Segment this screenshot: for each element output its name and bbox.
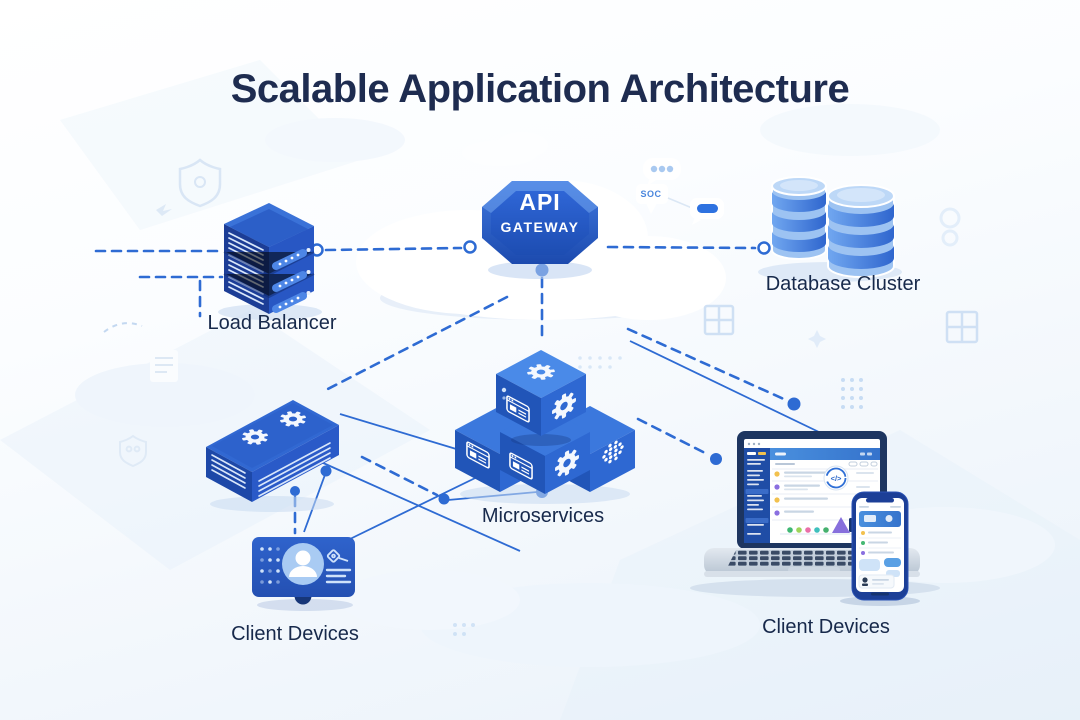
- client-devices-left-label: Client Devices: [231, 623, 359, 645]
- document-decor: [150, 350, 178, 382]
- dot-grid-decor: [453, 356, 863, 636]
- diagram-title: Scalable Application Architecture: [230, 66, 850, 111]
- microservices-icon: [455, 350, 635, 504]
- api-gateway-label: API GATEWAY: [482, 189, 598, 235]
- soc-badge-text: SOC: [640, 189, 662, 199]
- client-card-icon: [252, 537, 355, 611]
- shield-small-icon: [119, 434, 147, 468]
- load-balancer-label: Load Balancer: [207, 312, 337, 334]
- dashed-arc-decor: [103, 322, 143, 333]
- chat-bubble-icon: [643, 158, 681, 186]
- phone-list-rows: [859, 531, 901, 555]
- database-cluster-label: Database Cluster: [765, 273, 921, 295]
- api-gateway-label-line1: API: [519, 189, 561, 215]
- laptop-list-rows: [772, 468, 878, 521]
- microservices-label: Microservices: [481, 505, 605, 527]
- api-gateway-icon: [482, 181, 598, 279]
- star-decor: [808, 330, 826, 348]
- phone-icon: [840, 491, 920, 606]
- load-balancer-icon: [218, 203, 322, 320]
- spark-decor: [156, 204, 172, 216]
- app-server-icon: [206, 400, 339, 512]
- window-pane-decor: [703, 304, 979, 344]
- client-devices-right-label: Client Devices: [762, 616, 890, 638]
- soc-pin-icon: [636, 184, 693, 214]
- phone-chat-bubbles: [858, 558, 901, 589]
- shield-icon: [178, 158, 222, 208]
- key-icon: [326, 549, 349, 563]
- database-cluster-icon: [758, 176, 902, 282]
- phone-banner: [859, 511, 901, 527]
- code-badge-icon: </>: [823, 465, 849, 491]
- laptop-sidebar: [744, 448, 770, 543]
- svg-text:</>: </>: [831, 474, 842, 483]
- api-gateway-label-line2: GATEWAY: [500, 219, 580, 235]
- rings-decor: [939, 207, 961, 247]
- laptop-chart-strip: [780, 517, 860, 535]
- chip-bubble-icon: [690, 198, 724, 225]
